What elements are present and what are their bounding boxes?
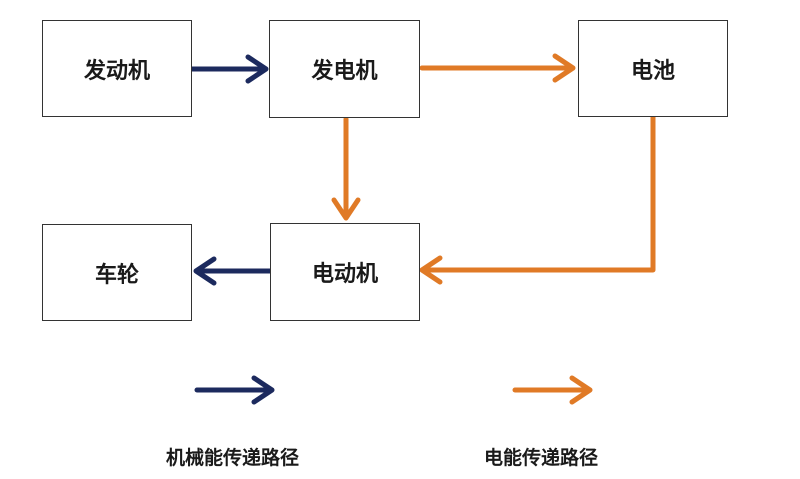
engine-box: 发动机 [42,20,192,117]
generator-box: 发电机 [269,20,420,118]
legend-electrical-label: 电能传递路径 [484,447,599,469]
generator-label: 发电机 [311,59,378,84]
battery-label: 电池 [630,58,675,84]
battery-box: 电池 [578,20,728,117]
wheels-box: 车轮 [42,224,192,321]
engine-label: 发动机 [83,58,150,84]
arrow-generator-to-motor [331,116,361,221]
arrow-motor-to-wheels [193,256,273,286]
wheels-label: 车轮 [94,262,139,288]
legend-electrical-arrow [512,375,593,405]
legend-mechanical-label: 机械能传递路径 [166,447,300,469]
motor-box: 电动机 [270,223,420,321]
arrow-generator-to-battery [419,53,576,83]
arrow-engine-to-generator [189,54,269,84]
legend-mechanical-arrow [194,375,275,405]
arrow-battery-to-motor [419,114,656,285]
motor-label: 电动机 [311,262,378,287]
